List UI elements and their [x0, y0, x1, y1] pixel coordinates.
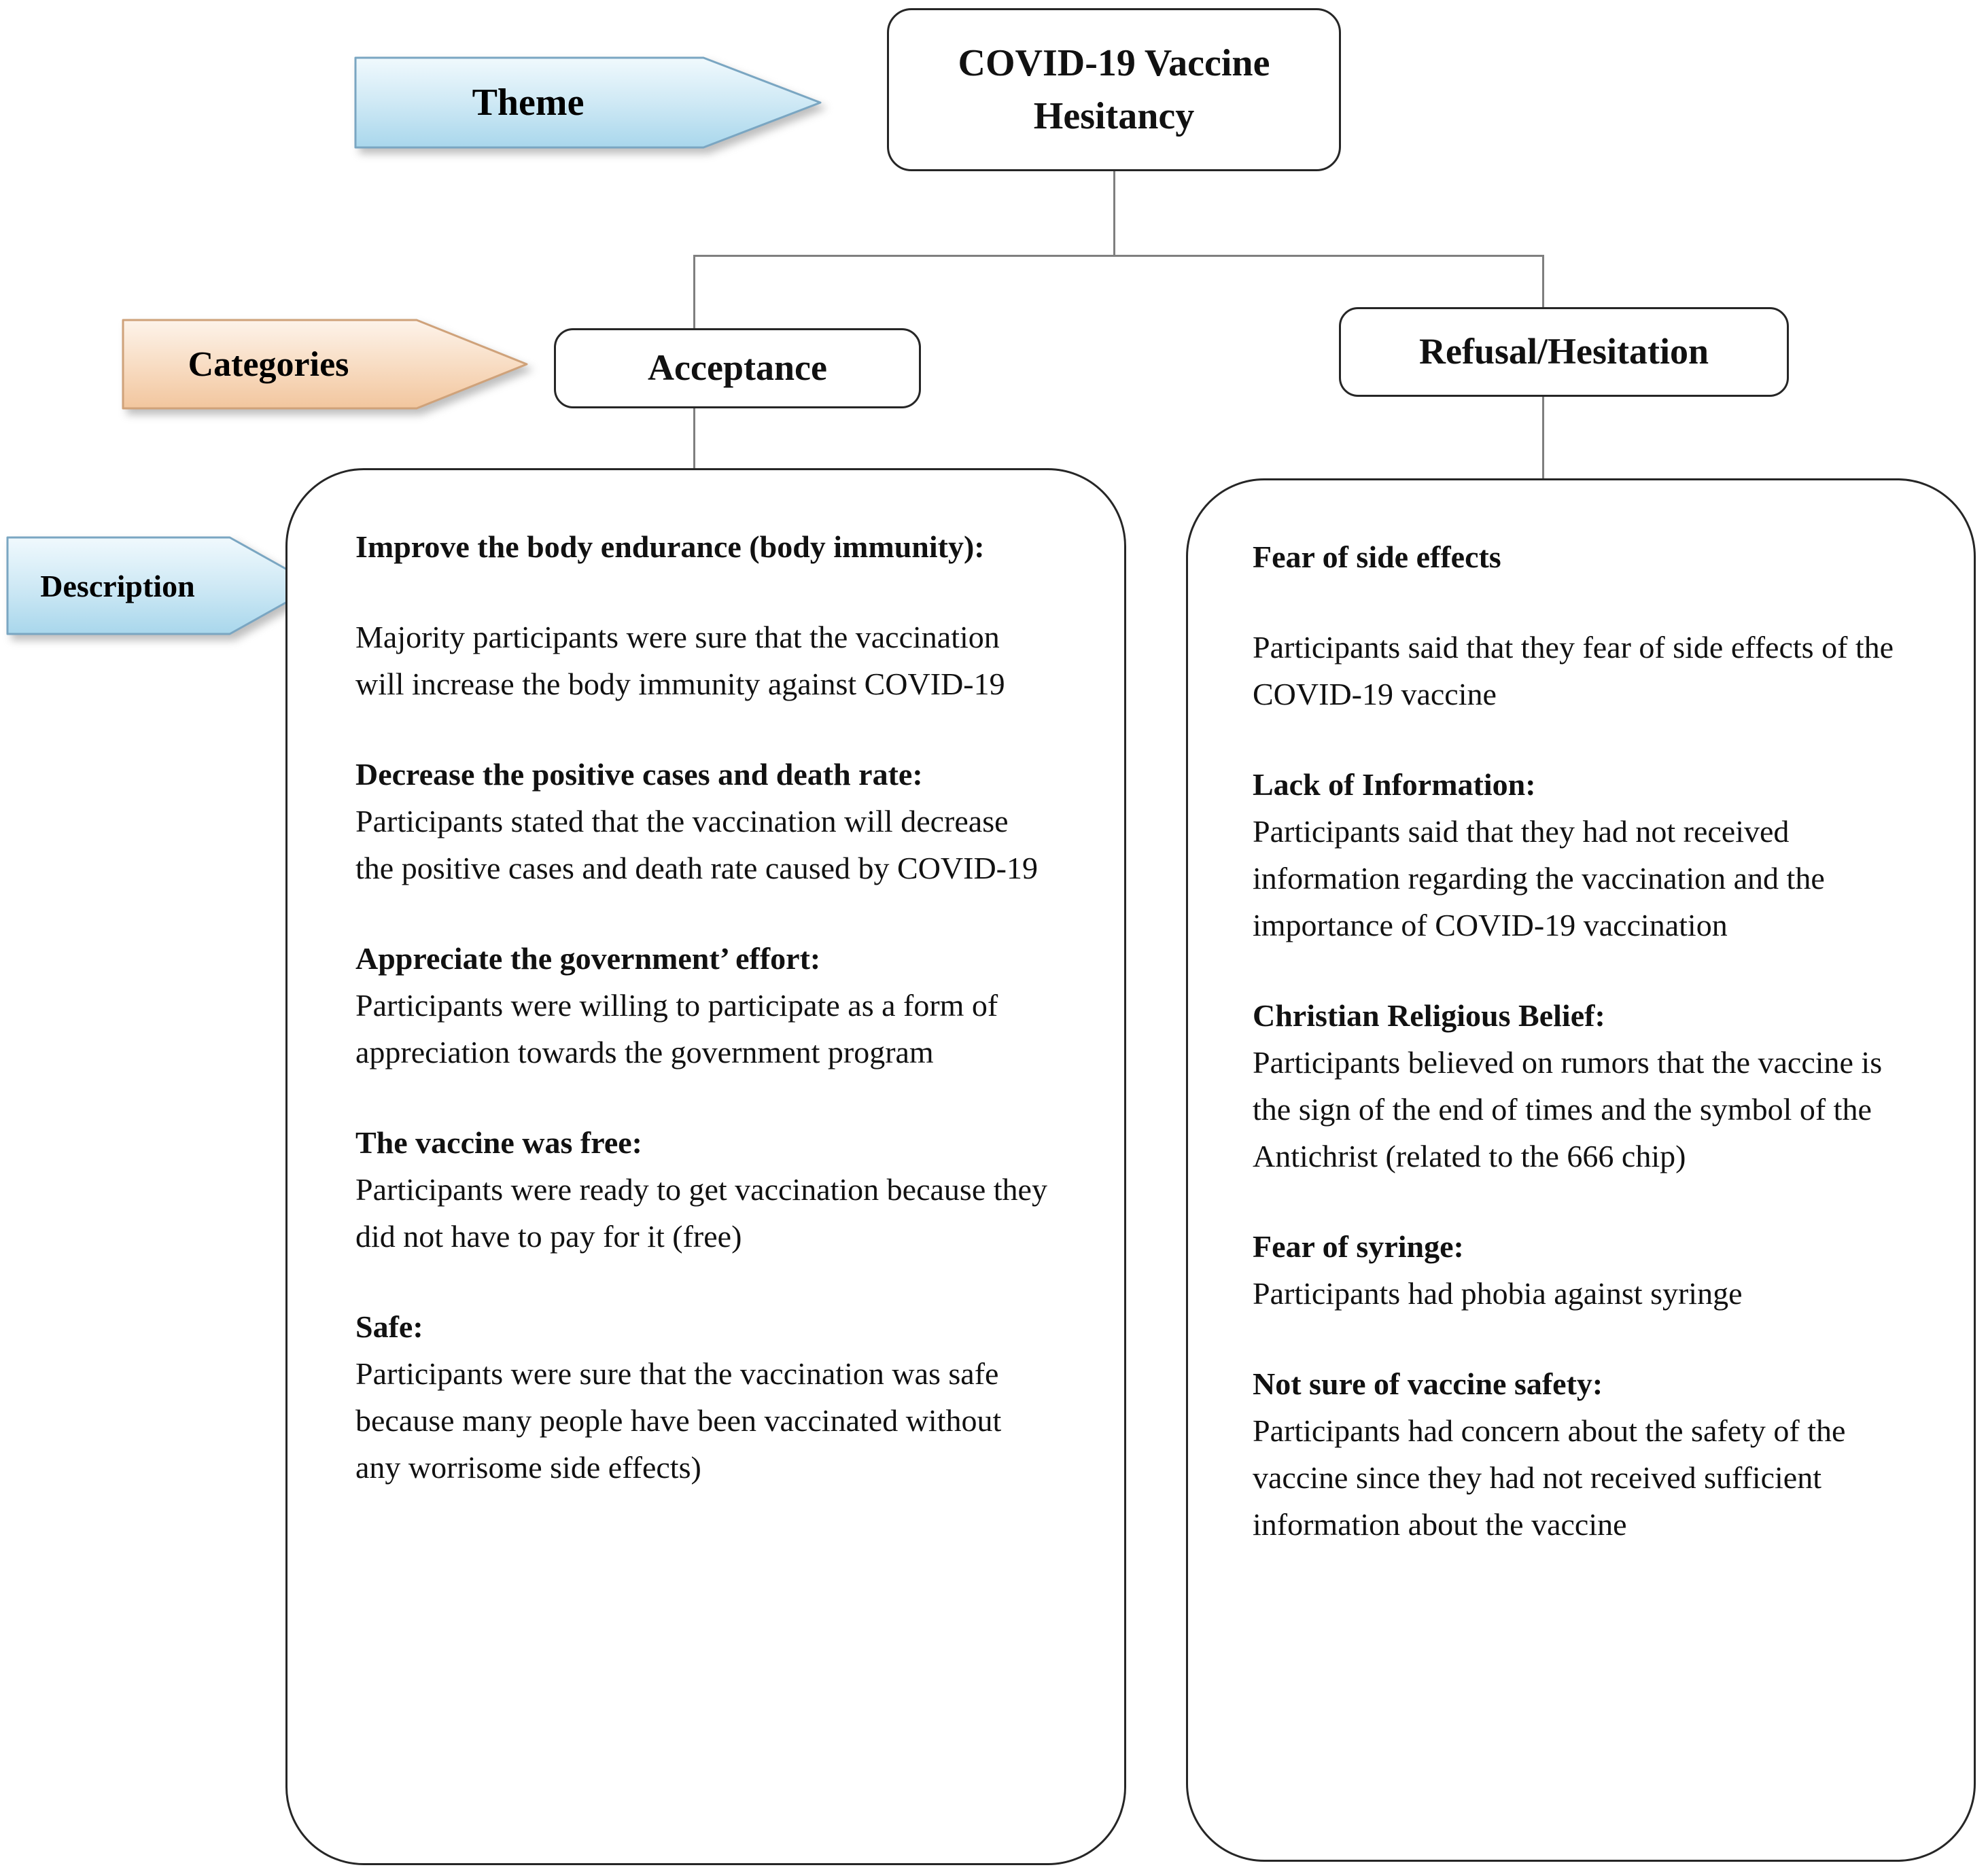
refusal-section-2: Lack of Information: Participants said t…	[1253, 761, 1916, 949]
categories-label: Categories	[188, 344, 349, 384]
section-body: Participants had phobia against syringe	[1253, 1276, 1743, 1311]
refusal-description-box: Fear of side effects Participants said t…	[1186, 478, 1976, 1862]
section-body: Majority participants were sure that the…	[355, 620, 1005, 701]
section-body: Participants stated that the vaccination…	[355, 804, 1039, 885]
section-heading: Appreciate the government’ effort:	[355, 941, 821, 976]
acceptance-node-label: Acceptance	[648, 347, 827, 389]
section-body: Participants believed on rumors that the…	[1253, 1045, 1883, 1173]
section-body: Participants said that they fear of side…	[1253, 630, 1894, 711]
section-heading: Decrease the positive cases and death ra…	[355, 757, 923, 792]
theme-label: Theme	[472, 82, 585, 124]
section-body: Participants were ready to get vaccinati…	[355, 1172, 1047, 1254]
acceptance-description-box: Improve the body endurance (body immunit…	[285, 468, 1126, 1865]
connector-to-acceptance	[693, 255, 695, 330]
acceptance-node: Acceptance	[554, 328, 921, 408]
description-arrow-icon: Description	[5, 535, 318, 636]
right-arrow-icon	[6, 536, 317, 635]
connector-theme-down	[1113, 171, 1115, 257]
section-heading: Christian Religious Belief:	[1253, 998, 1605, 1033]
refusal-node-label: Refusal/Hesitation	[1419, 331, 1709, 372]
section-body: Participants were sure that the vaccinat…	[355, 1356, 1002, 1485]
refusal-node: Refusal/Hesitation	[1339, 307, 1789, 397]
section-body: Participants were willing to participate…	[355, 988, 998, 1069]
section-heading: Improve the body endurance (body immunit…	[355, 529, 985, 564]
section-heading: Fear of syringe:	[1253, 1229, 1464, 1264]
section-heading: Safe:	[355, 1309, 423, 1344]
section-heading: Lack of Information:	[1253, 767, 1536, 802]
refusal-section-3: Christian Religious Belief: Participants…	[1253, 992, 1916, 1180]
connector-horizontal	[693, 255, 1544, 257]
connector-acceptance-desc	[693, 408, 695, 470]
right-arrow-icon	[122, 319, 528, 410]
right-arrow-icon	[354, 56, 822, 149]
theme-node-title: COVID-19 Vaccine Hesitancy	[958, 41, 1270, 137]
acceptance-section-2: Decrease the positive cases and death ra…	[355, 751, 1053, 891]
connector-to-refusal	[1542, 255, 1544, 309]
section-heading: The vaccine was free:	[355, 1125, 642, 1160]
refusal-section-1: Fear of side effects Participants said t…	[1253, 533, 1916, 718]
section-body: Participants had concern about the safet…	[1253, 1413, 1846, 1542]
acceptance-section-3: Appreciate the government’ effort: Parti…	[355, 935, 1053, 1076]
theme-node: COVID-19 Vaccine Hesitancy	[887, 8, 1341, 171]
refusal-section-4: Fear of syringe: Participants had phobia…	[1253, 1223, 1916, 1317]
acceptance-section-5: Safe: Participants were sure that the va…	[355, 1303, 1053, 1491]
acceptance-section-4: The vaccine was free: Participants were …	[355, 1119, 1053, 1260]
section-heading: Fear of side effects	[1253, 540, 1501, 574]
description-label: Description	[40, 568, 195, 603]
categories-arrow-icon: Categories	[121, 318, 529, 410]
theme-arrow-icon: Theme	[353, 56, 822, 149]
connector-refusal-desc	[1542, 397, 1544, 480]
refusal-section-5: Not sure of vaccine safety: Participants…	[1253, 1360, 1916, 1548]
section-body: Participants said that they had not rece…	[1253, 814, 1825, 942]
section-heading: Not sure of vaccine safety:	[1253, 1366, 1603, 1401]
acceptance-section-1: Improve the body endurance (body immunit…	[355, 523, 1053, 707]
